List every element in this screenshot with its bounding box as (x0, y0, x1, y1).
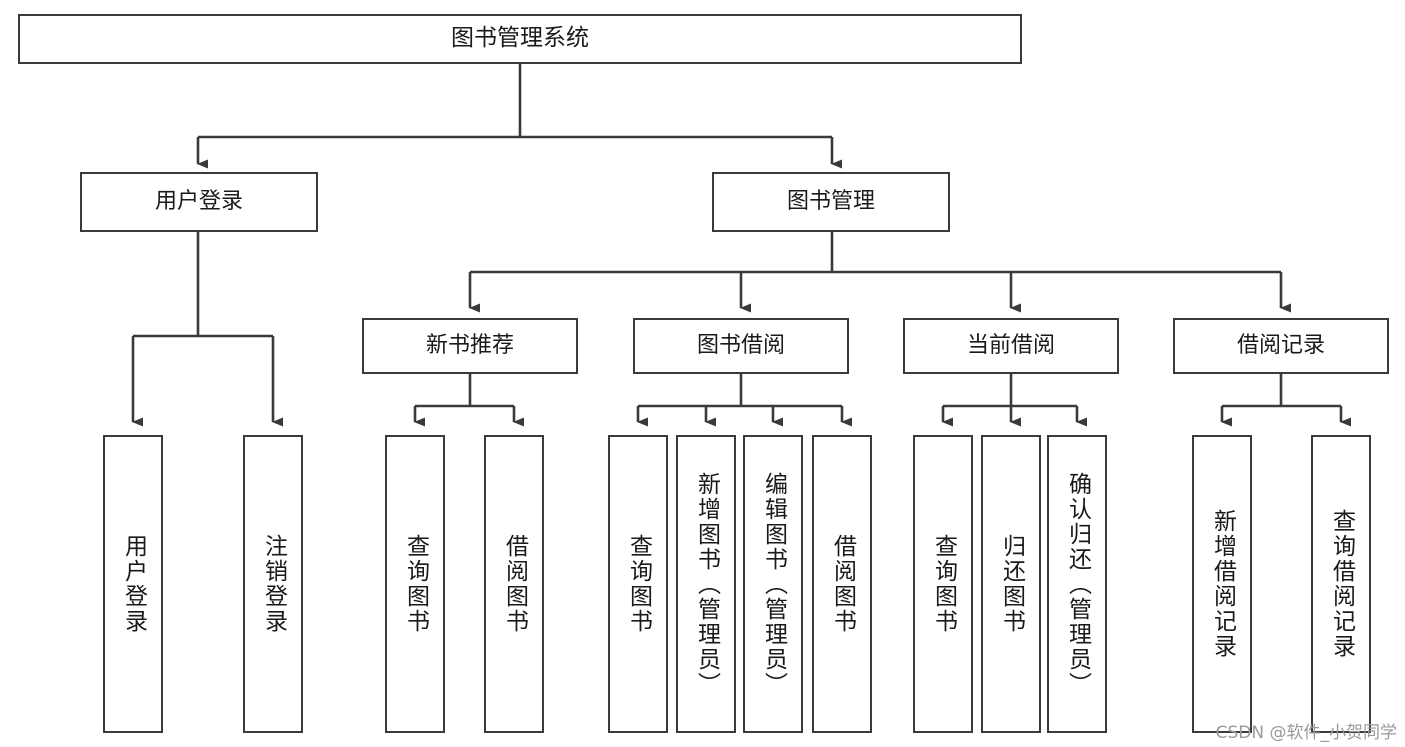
node-label: 查询图书 (625, 534, 652, 634)
node-current-borrow[interactable]: 当前借阅 (903, 318, 1119, 374)
node-label: 借阅图书 (501, 534, 528, 634)
node-leaf-confirm-return-admin[interactable]: 确认归还（管理员） (1047, 435, 1107, 733)
node-leaf-query-book-borrow[interactable]: 查询图书 (608, 435, 668, 733)
node-label: 用户登录 (154, 188, 243, 214)
node-leaf-edit-book-admin[interactable]: 编辑图书（管理员） (743, 435, 803, 733)
node-label: 图书管理 (786, 188, 875, 214)
node-leaf-user-login[interactable]: 用户登录 (103, 435, 163, 733)
node-label: 图书借阅 (696, 332, 785, 358)
node-leaf-add-borrow-record[interactable]: 新增借阅记录 (1192, 435, 1252, 733)
node-label: 查询图书 (930, 534, 957, 634)
node-label: 新增借阅记录 (1209, 509, 1236, 659)
node-root-book-management-system[interactable]: 图书管理系统 (18, 14, 1022, 64)
node-label: 借阅记录 (1236, 332, 1325, 358)
node-leaf-return-book[interactable]: 归还图书 (981, 435, 1041, 733)
node-label: 确认归还（管理员） (1064, 471, 1091, 697)
node-new-book-recommend[interactable]: 新书推荐 (362, 318, 578, 374)
node-leaf-query-book-recommend[interactable]: 查询图书 (385, 435, 445, 733)
node-label: 新增图书（管理员） (693, 471, 720, 697)
node-book-management[interactable]: 图书管理 (712, 172, 950, 232)
node-borrow-record[interactable]: 借阅记录 (1173, 318, 1389, 374)
node-leaf-borrow-book[interactable]: 借阅图书 (812, 435, 872, 733)
node-label: 归还图书 (998, 534, 1025, 634)
node-leaf-borrow-book-recommend[interactable]: 借阅图书 (484, 435, 544, 733)
node-label: 图书管理系统 (451, 25, 589, 52)
node-label: 注销登录 (260, 534, 287, 634)
node-leaf-query-borrow-record[interactable]: 查询借阅记录 (1311, 435, 1371, 733)
node-user-login[interactable]: 用户登录 (80, 172, 318, 232)
node-book-borrow[interactable]: 图书借阅 (633, 318, 849, 374)
node-leaf-query-book-current[interactable]: 查询图书 (913, 435, 973, 733)
node-label: 借阅图书 (829, 534, 856, 634)
node-label: 查询图书 (402, 534, 429, 634)
node-leaf-add-book-admin[interactable]: 新增图书（管理员） (676, 435, 736, 733)
node-label: 新书推荐 (425, 332, 514, 358)
csdn-watermark: CSDN @软件_小贺同学 (1215, 723, 1397, 743)
node-label: 查询借阅记录 (1328, 509, 1355, 659)
node-label: 当前借阅 (966, 332, 1055, 358)
node-label: 用户登录 (120, 534, 147, 634)
node-leaf-logout-login[interactable]: 注销登录 (243, 435, 303, 733)
node-label: 编辑图书（管理员） (760, 471, 787, 697)
